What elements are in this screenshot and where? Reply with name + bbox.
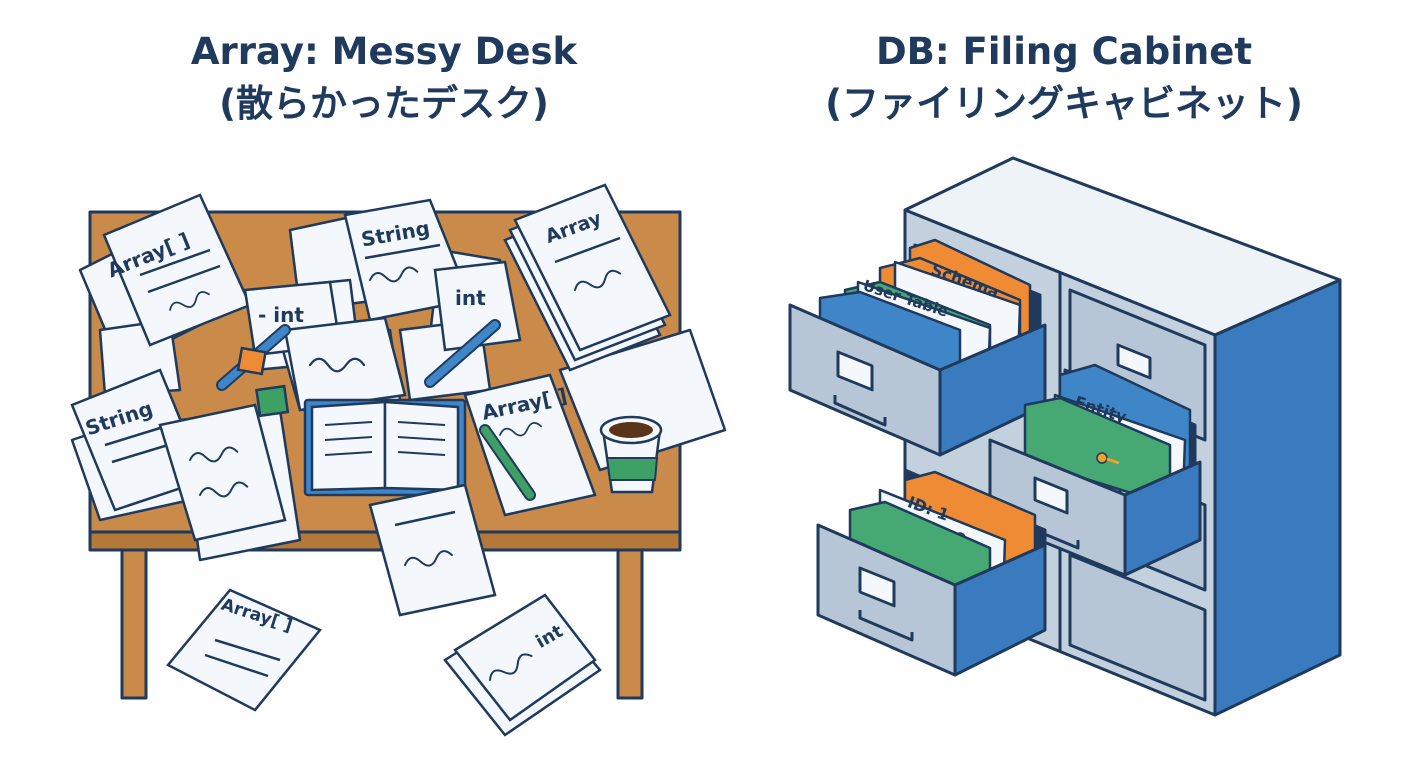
paper-scribble-center — [283, 316, 407, 412]
paper-scribble-front — [368, 483, 497, 617]
left-panel-title: Array: Messy Desk (散らかったデスク) — [64, 26, 704, 130]
notebook-icon — [303, 398, 467, 497]
left-title-english: Array: Messy Desk — [190, 30, 578, 73]
paper-string-2: String — [70, 368, 207, 512]
right-panel-title: DB: Filing Cabinet (ファイリングキャビネット) — [744, 26, 1384, 130]
paper-array-1: Array[ ] — [102, 193, 252, 347]
drawer-closed — [1068, 553, 1207, 702]
coffee-cup-icon — [599, 415, 663, 494]
drawer-open-3: ID: 1 — [816, 468, 1047, 677]
left-title-japanese: (散らかったデスク) — [219, 82, 549, 125]
paper-floor-int: int — [443, 593, 602, 737]
cabinet-side — [1213, 278, 1342, 717]
key-icon — [1096, 452, 1120, 465]
desk-leg-right — [616, 546, 644, 700]
pen-icon — [479, 424, 536, 501]
paper-sheet — [558, 328, 727, 472]
drawer-open-2: Entity — [988, 363, 1202, 577]
right-title-japanese: (ファイリングキャビネット) — [825, 82, 1303, 125]
paper-array-2: Array[ ] — [463, 373, 597, 517]
paper-floor-array: Array[ ] — [166, 588, 322, 712]
pen-icon — [424, 319, 501, 388]
sticky-note-icon — [255, 384, 290, 418]
right-title-english: DB: Filing Cabinet — [875, 30, 1253, 73]
desk-leg-left — [120, 546, 148, 700]
drawer-open-1: Schema User Table — [788, 238, 1047, 457]
sticky-note-icon — [236, 346, 268, 376]
paper-stack-array: Array — [503, 183, 672, 372]
paper-label: int — [455, 286, 486, 310]
paper-scribble-left — [158, 403, 287, 542]
paper-label: - int — [258, 303, 304, 327]
